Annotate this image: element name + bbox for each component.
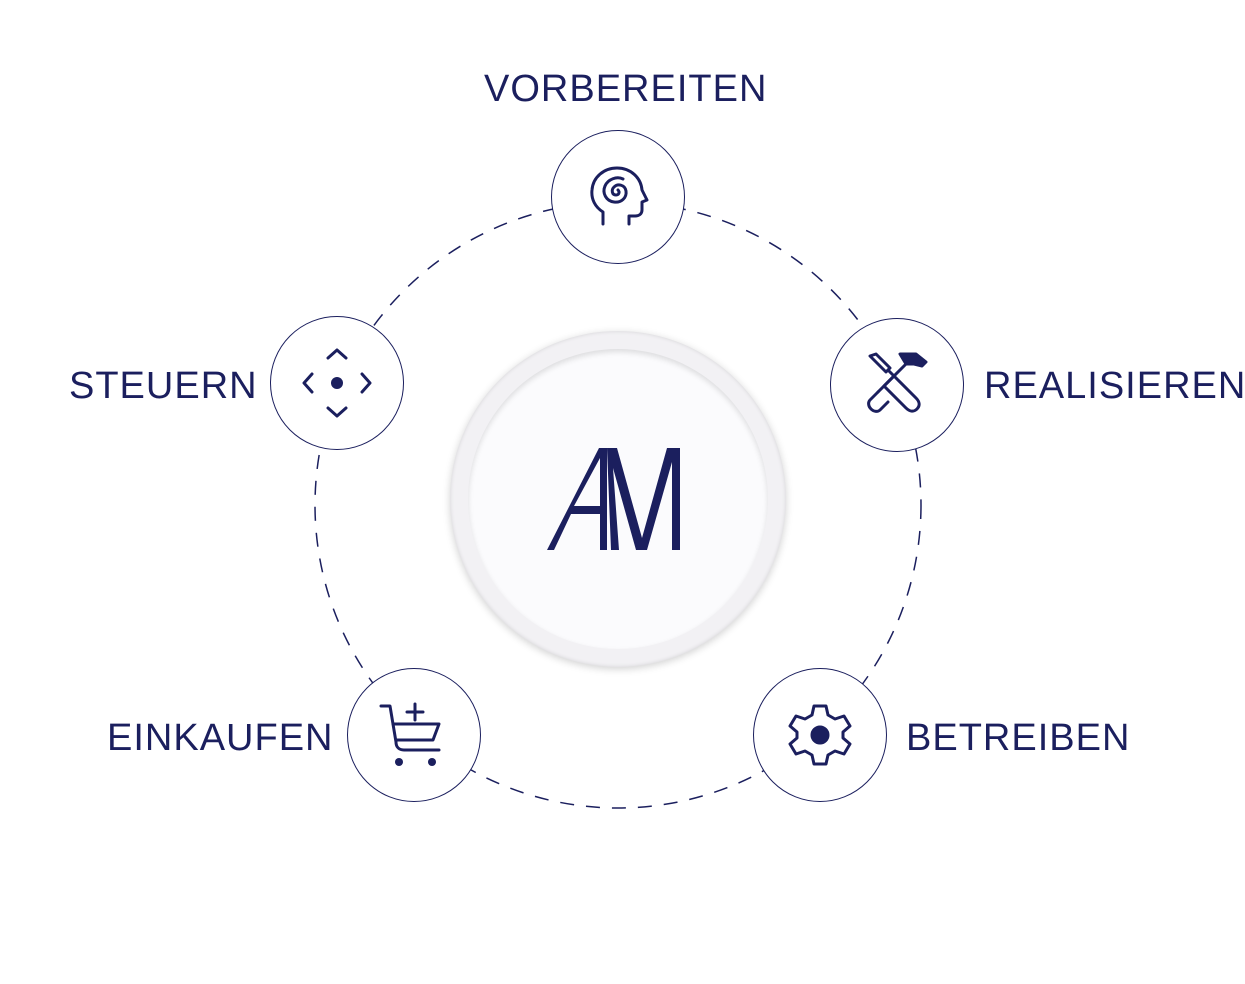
gear-icon	[788, 704, 852, 766]
node-betreiben[interactable]	[753, 668, 887, 802]
node-steuern[interactable]	[270, 316, 404, 450]
label-vorbereiten: VORBEREITEN	[484, 68, 768, 110]
cart-add-icon	[379, 702, 441, 766]
center-logo	[468, 349, 768, 649]
node-vorbereiten[interactable]	[551, 130, 685, 264]
node-einkaufen[interactable]	[347, 668, 481, 802]
am-logo	[547, 448, 680, 550]
tools-icon	[867, 352, 928, 413]
label-einkaufen: EINKAUFEN	[107, 717, 334, 759]
target-icon	[302, 348, 372, 418]
label-betreiben: BETREIBEN	[906, 717, 1131, 759]
label-steuern: STEUERN	[69, 365, 258, 407]
label-realisieren: REALISIEREN	[984, 365, 1245, 407]
node-realisieren[interactable]	[830, 318, 964, 452]
head-spiral-icon	[590, 166, 649, 226]
